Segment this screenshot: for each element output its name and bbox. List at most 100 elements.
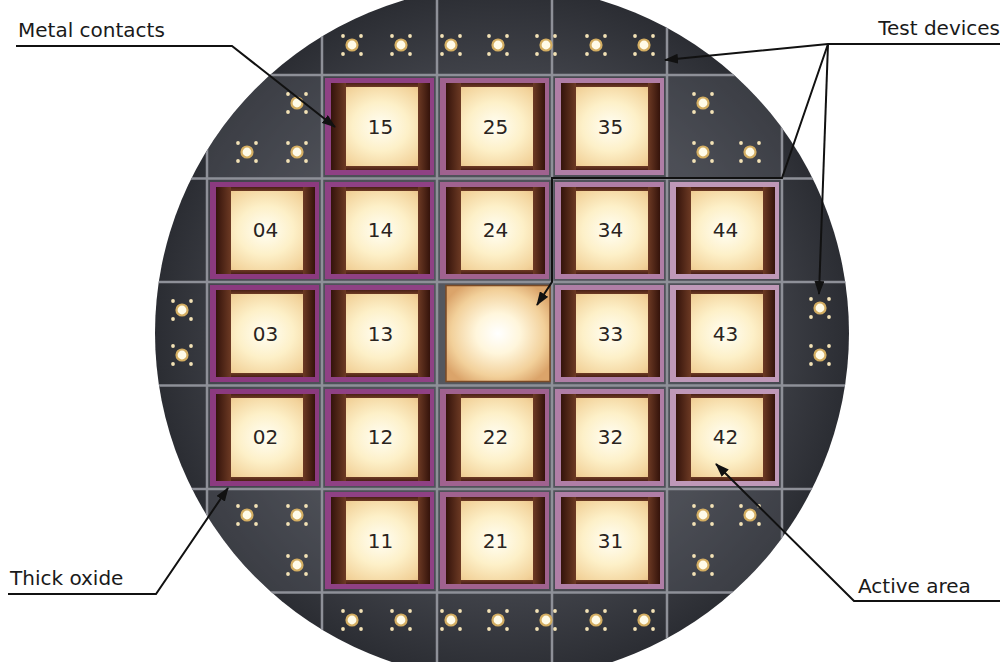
die-active-area: 13 <box>331 290 430 377</box>
test-device <box>341 609 363 631</box>
callout-holder: Metal contacts <box>18 18 165 42</box>
callout-holder: Active area <box>858 574 971 598</box>
die-number: 35 <box>598 115 623 139</box>
test-device <box>692 92 714 114</box>
grid-line <box>0 384 1006 387</box>
die-active-area: 31 <box>561 497 660 584</box>
die: 12 <box>325 389 434 486</box>
grid-line <box>436 0 439 662</box>
die-active-area: 33 <box>561 290 660 377</box>
grid-line <box>666 0 669 662</box>
test-device <box>440 34 462 56</box>
die-active-area: 22 <box>446 394 545 481</box>
die-number: 13 <box>368 322 393 346</box>
test-device <box>739 141 761 163</box>
callout-holder: Thick oxide <box>10 566 123 590</box>
test-device <box>390 34 412 56</box>
die-number: 11 <box>368 529 393 553</box>
test-device <box>535 34 557 56</box>
die-number: 34 <box>598 218 623 242</box>
die-active-area: 11 <box>331 497 430 584</box>
test-device <box>739 504 761 526</box>
grid-line <box>0 488 1006 491</box>
die: 44 <box>670 182 779 279</box>
callout-holder: Test devices <box>878 16 1000 40</box>
test-device <box>633 34 655 56</box>
test-device <box>236 141 258 163</box>
test-device <box>809 297 831 319</box>
test-device <box>585 609 607 631</box>
die: 35 <box>555 78 664 175</box>
die-number: 15 <box>368 115 393 139</box>
die: 32 <box>555 389 664 486</box>
grid-line <box>781 0 784 662</box>
die-active-area: 04 <box>216 187 315 274</box>
die-active-area: 35 <box>561 83 660 170</box>
die-number: 43 <box>713 322 738 346</box>
die-region <box>207 75 782 593</box>
leader-line <box>665 44 1000 60</box>
leader-line <box>8 488 228 594</box>
die-number: 03 <box>253 322 278 346</box>
die-active-area: 12 <box>331 394 430 481</box>
die-number: 24 <box>483 218 508 242</box>
grid-line <box>0 281 1006 284</box>
die: 25 <box>440 78 549 175</box>
die: 11 <box>325 492 434 589</box>
test-device <box>171 299 193 321</box>
callout-label: Test devices <box>878 16 1000 40</box>
die: 43 <box>670 285 779 382</box>
die-active-area: 03 <box>216 290 315 377</box>
die-number: 44 <box>713 218 738 242</box>
test-device <box>286 141 308 163</box>
die-number: 02 <box>253 425 278 449</box>
die: 14 <box>325 182 434 279</box>
test-device <box>236 504 258 526</box>
test-device <box>692 504 714 526</box>
test-device <box>692 141 714 163</box>
grid-line <box>0 591 1006 594</box>
die: 33 <box>555 285 664 382</box>
die-number: 33 <box>598 322 623 346</box>
die-active-area: 21 <box>446 497 545 584</box>
die-number: 21 <box>483 529 508 553</box>
test-device <box>692 554 714 576</box>
leader-line <box>16 46 335 127</box>
test-device <box>487 609 509 631</box>
test-device <box>390 609 412 631</box>
grid-line <box>206 0 209 662</box>
die: 31 <box>555 492 664 589</box>
die-active-area: 14 <box>331 187 430 274</box>
grid-line <box>0 177 1006 180</box>
die-number: 25 <box>483 115 508 139</box>
die: 13 <box>325 285 434 382</box>
die-number: 22 <box>483 425 508 449</box>
die-number: 31 <box>598 529 623 553</box>
callout-label: Active area <box>858 574 971 598</box>
test-device <box>535 609 557 631</box>
die: 15 <box>325 78 434 175</box>
test-device <box>633 609 655 631</box>
die: 21 <box>440 492 549 589</box>
die-number: 42 <box>713 425 738 449</box>
die-number: 32 <box>598 425 623 449</box>
wafer-disc <box>155 0 849 662</box>
test-device <box>286 92 308 114</box>
center-test-die <box>446 286 550 382</box>
die-active-area: 25 <box>446 83 545 170</box>
test-device <box>809 344 831 366</box>
die-active-area: 44 <box>676 187 775 274</box>
die: 24 <box>440 182 549 279</box>
die: 34 <box>555 182 664 279</box>
die: 22 <box>440 389 549 486</box>
test-device <box>585 34 607 56</box>
test-device <box>171 344 193 366</box>
die-number: 04 <box>253 218 278 242</box>
die-active-area: 24 <box>446 187 545 274</box>
die-number: 14 <box>368 218 393 242</box>
die-active-area: 42 <box>676 394 775 481</box>
die-active-area: 43 <box>676 290 775 377</box>
test-device <box>286 504 308 526</box>
callout-label: Thick oxide <box>10 566 123 590</box>
